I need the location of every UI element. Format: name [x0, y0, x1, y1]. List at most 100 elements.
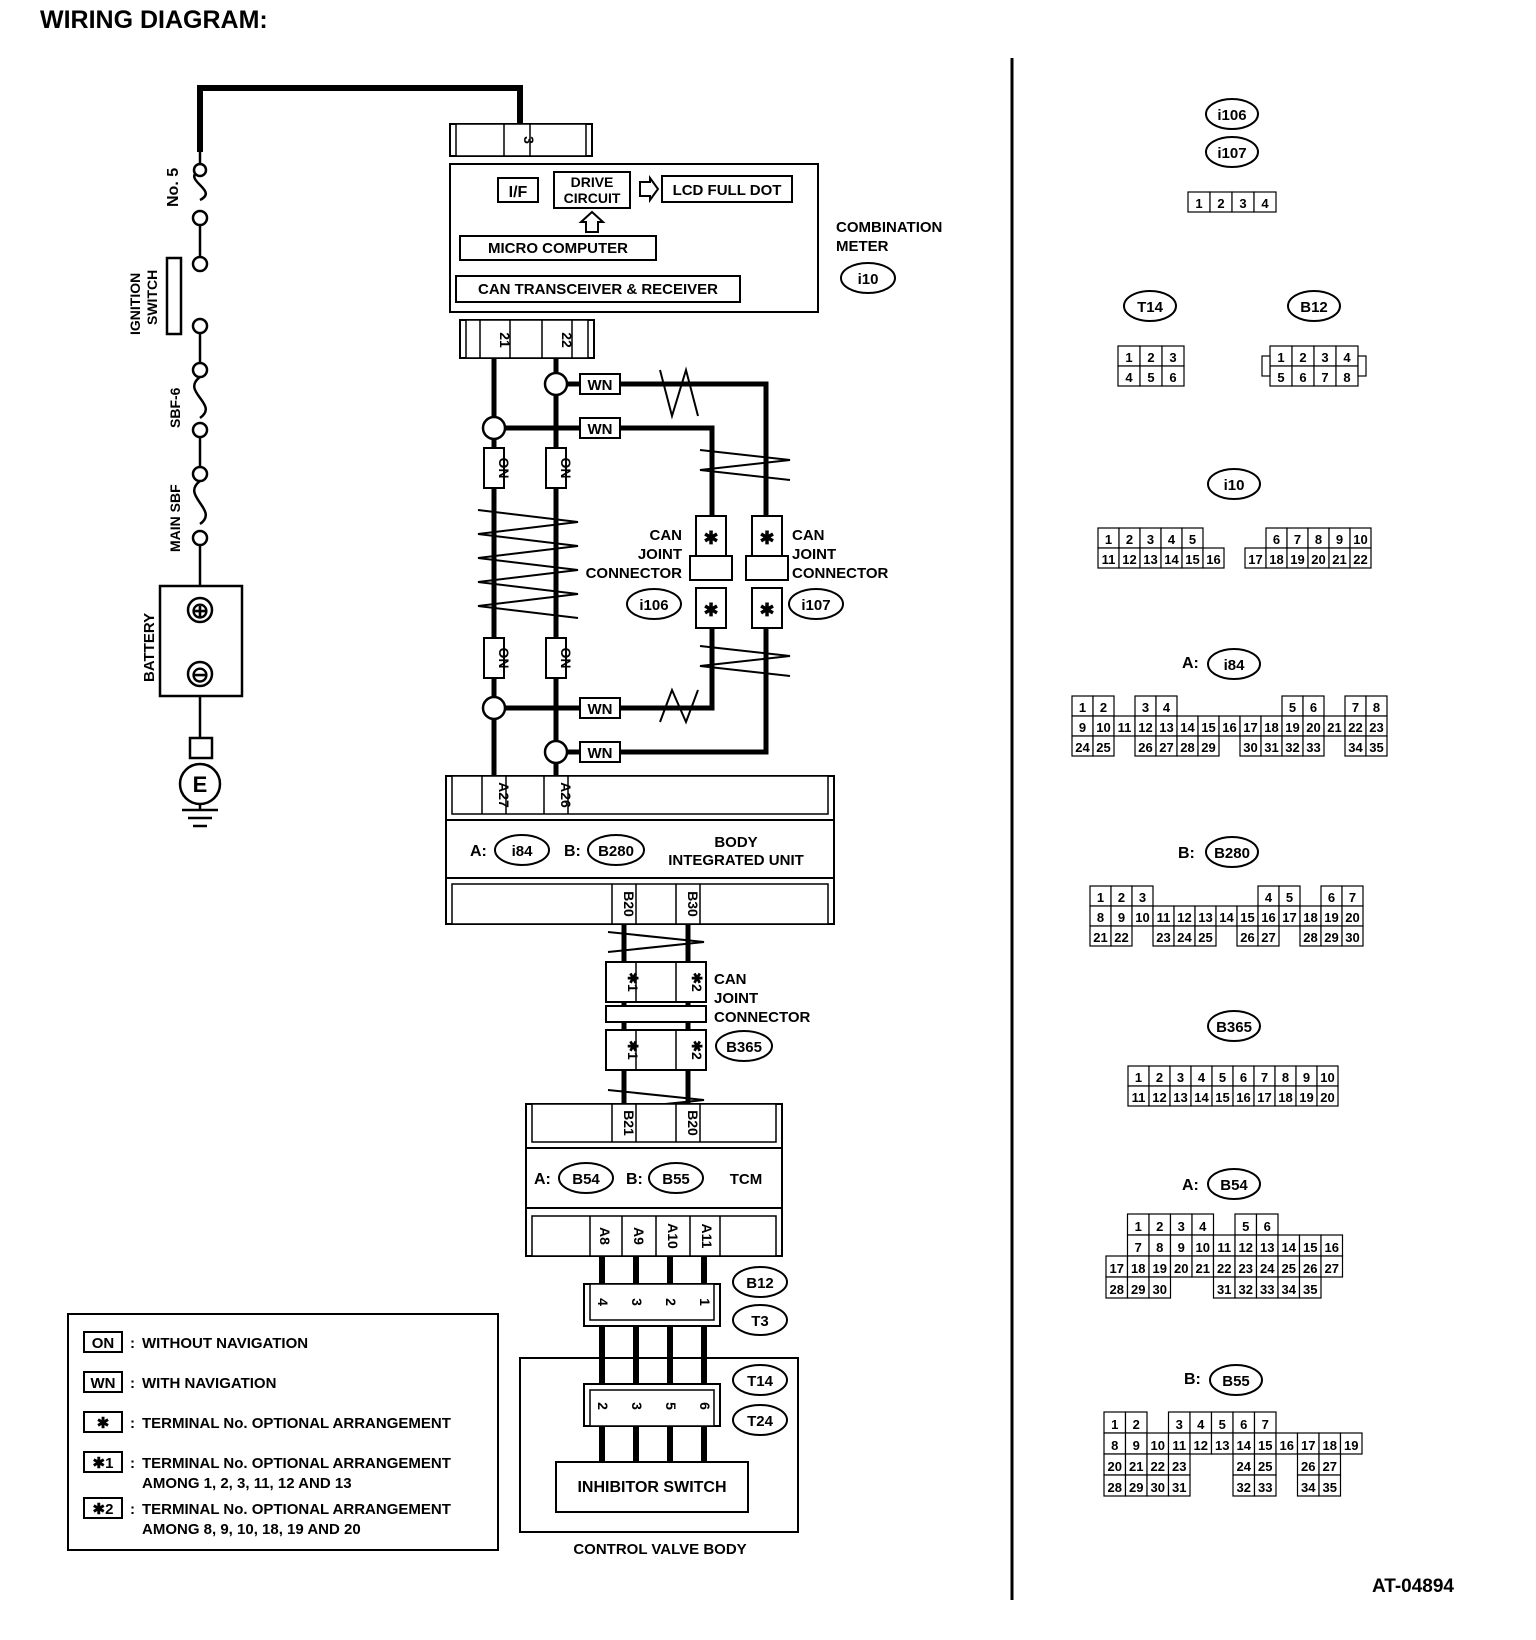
conn-b365-oval	[1207, 1010, 1261, 1042]
conn-b55-pin-number: 12	[1194, 1438, 1208, 1453]
t14-pin-5: 5	[663, 1402, 679, 1410]
conn-b54-pin-number: 21	[1196, 1261, 1210, 1276]
conn-i10-pin-number: 22	[1353, 552, 1367, 567]
conn-i84-pin-cell	[1092, 735, 1115, 757]
conn-i84-pin-number: 11	[1118, 720, 1132, 735]
conn-i106-i107-pin-cell	[1253, 191, 1277, 213]
legend-key: ✱	[97, 1415, 110, 1432]
conn-b280-pin-number: 12	[1177, 910, 1191, 925]
conn-b280-pin-number: 6	[1328, 890, 1335, 905]
conn-b54-pin-number: 17	[1110, 1261, 1124, 1276]
conn-b54-prefix: A:	[1182, 1177, 1199, 1194]
conn-i10-pin-number: 13	[1143, 552, 1157, 567]
i107-star-bottom: ✱	[759, 600, 774, 620]
conn-b280-pin-number: 17	[1282, 910, 1296, 925]
conn-b54-pin-number: 11	[1217, 1240, 1231, 1255]
conn-b12-pin-number: 3	[1321, 350, 1328, 365]
conn-b365-pin-number: 11	[1132, 1090, 1146, 1105]
conn-i84-pin-number: 5	[1289, 700, 1296, 715]
conn-b280-pin-cell	[1341, 925, 1364, 947]
conn-t14-pin-number: 3	[1169, 350, 1176, 365]
conn-b55-pin-number: 2	[1133, 1417, 1140, 1432]
i107-star-top: ✱	[759, 528, 774, 548]
conn-b365-pin-cell	[1316, 1085, 1339, 1107]
legend-text: WITHOUT NAVIGATION	[142, 1335, 308, 1352]
conn-b365-pin-number: 15	[1215, 1090, 1229, 1105]
conn-i84-pin-number: 31	[1264, 740, 1278, 755]
conn-b280-pin-number: 3	[1139, 890, 1146, 905]
conn-i84-pin-number: 18	[1264, 720, 1278, 735]
conn-b54-pin-number: 2	[1156, 1219, 1163, 1234]
conn-i84-pin-number: 30	[1243, 740, 1257, 755]
legend-text: AMONG 1, 2, 3, 11, 12 AND 13	[142, 1475, 352, 1492]
b365-label-2: JOINT	[714, 990, 758, 1007]
conn-b54-pin-cell	[1320, 1255, 1344, 1278]
tcm-pin-a8: A8	[597, 1227, 613, 1245]
b365-pin2-bottom: ✱2	[689, 1040, 705, 1060]
conn-i84-pin-number: 10	[1096, 720, 1110, 735]
diagram-title: WIRING DIAGRAM:	[40, 6, 268, 34]
biu-pin-a27: A27	[496, 782, 512, 808]
tcm-pin-a10: A10	[665, 1223, 681, 1249]
on-tag-3: ON	[496, 648, 512, 669]
conn-b54-pin-number: 29	[1131, 1282, 1145, 1297]
conn-i106-i107-pin-number: 4	[1261, 196, 1269, 211]
legend-key-box	[83, 1371, 123, 1393]
conn-i106-i107-pin-number: 2	[1217, 196, 1224, 211]
conn-b280-pin-number: 29	[1324, 930, 1338, 945]
conn-b55-pin-number: 15	[1258, 1438, 1272, 1453]
conn-b280-pin-number: 9	[1118, 910, 1125, 925]
meter-can-label: CAN TRANSCEIVER & RECEIVER	[478, 281, 718, 298]
legend-colon: :	[130, 1415, 135, 1432]
conn-b54-pin-number: 8	[1156, 1240, 1163, 1255]
conn-i10-pin-number: 17	[1248, 552, 1262, 567]
conn-b365-pin-number: 14	[1194, 1090, 1209, 1105]
conn-i10-pin-number: 19	[1290, 552, 1304, 567]
biu-b-code: B280	[598, 843, 634, 860]
conn-i84-pin-number: 17	[1243, 720, 1257, 735]
conn-b54-pin-number: 7	[1135, 1240, 1142, 1255]
conn-b365-pin-number: 6	[1240, 1070, 1247, 1085]
meter-lcd-label: LCD FULL DOT	[673, 182, 782, 199]
conn-b55-pin-number: 11	[1172, 1438, 1186, 1453]
conn-i106-oval	[1205, 98, 1259, 130]
conn-b54-pin-number: 35	[1303, 1282, 1317, 1297]
conn-b55-pin-number: 32	[1237, 1480, 1251, 1495]
conn-b55-label: B55	[1222, 1373, 1250, 1390]
i106-star-bottom: ✱	[703, 600, 718, 620]
conn-i84-pin-number: 14	[1180, 720, 1195, 735]
conn-b54-pin-number: 3	[1178, 1219, 1185, 1234]
tcm-pin-b20: B20	[685, 1110, 701, 1136]
conn-i10-oval	[1207, 468, 1261, 500]
main-sbf-label: MAIN SBF	[167, 484, 183, 552]
t14-pin-6: 6	[697, 1402, 713, 1410]
conn-i84-pin-number: 29	[1201, 740, 1215, 755]
conn-b55-pin-number: 8	[1111, 1438, 1118, 1453]
conn-b55-pin-number: 19	[1344, 1438, 1358, 1453]
b365-pin1-top: ✱1	[625, 972, 641, 992]
conn-b54-pin-number: 16	[1325, 1240, 1339, 1255]
conn-t14-pin-number: 5	[1147, 370, 1154, 385]
conn-b54-pin-number: 14	[1282, 1240, 1297, 1255]
conn-i84-pin-number: 24	[1075, 740, 1090, 755]
conn-i10-pin-number: 3	[1147, 532, 1154, 547]
conn-b280-pin-number: 30	[1345, 930, 1359, 945]
conn-b280-pin-number: 24	[1177, 930, 1192, 945]
legend-key: ✱1	[93, 1455, 114, 1472]
conn-b55-pin-number: 30	[1151, 1480, 1165, 1495]
conn-i84-pin-number: 32	[1285, 740, 1299, 755]
meter-micro-label: MICRO COMPUTER	[488, 240, 628, 257]
conn-i84-pin-number: 21	[1327, 720, 1341, 735]
conn-b55-pin-number: 18	[1323, 1438, 1337, 1453]
conn-b55-pin-number: 4	[1197, 1417, 1205, 1432]
b12-pin-1: 1	[697, 1298, 713, 1306]
conn-i10-pin-number: 14	[1164, 552, 1179, 567]
conn-i84-pin-cell	[1365, 735, 1388, 757]
on-tag-2: ON	[558, 458, 574, 479]
tcm-pin-a9: A9	[631, 1227, 647, 1245]
conn-b54-pin-number: 10	[1196, 1240, 1210, 1255]
conn-b365-pin-number: 12	[1152, 1090, 1166, 1105]
legend-colon: :	[130, 1455, 135, 1472]
conn-b365-pin-number: 4	[1198, 1070, 1206, 1085]
conn-b12-pin-number: 5	[1277, 370, 1284, 385]
